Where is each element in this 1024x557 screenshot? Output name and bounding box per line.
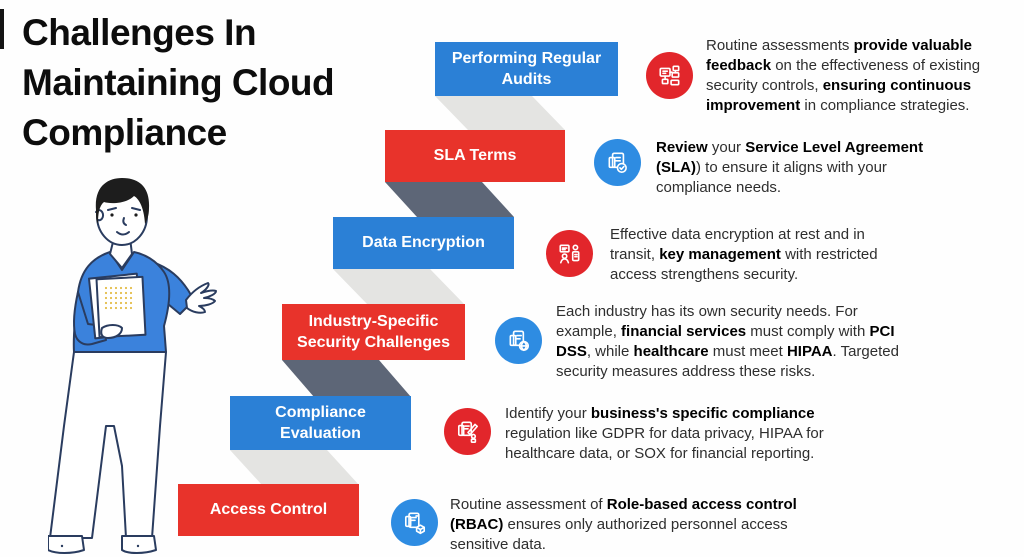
device-globe-icon	[495, 317, 542, 364]
staircase-ribbon	[385, 182, 514, 217]
description-industry-specific: Each industry has its own security needs…	[556, 303, 899, 380]
people-discussion-icon	[546, 230, 593, 277]
description-sla-terms: Review your Service Level Agreement (SLA…	[656, 139, 924, 196]
page-title: Challenges In Maintaining Cloud Complian…	[22, 12, 335, 153]
description-performing-regular-audits: Routine assessments provide valuable fee…	[706, 37, 981, 114]
person-illustration	[48, 178, 217, 554]
staircase-ribbon	[230, 450, 359, 485]
step-box-industry-specific-security-challenges: Industry-Specific Security Challenges	[282, 304, 465, 360]
audit-flowchart-icon	[646, 52, 693, 99]
left-edge-artifact	[0, 9, 4, 49]
description-data-encryption: Effective data encryption at rest and in…	[610, 226, 878, 283]
step-box-access-control: Access Control	[178, 484, 359, 536]
step-box-data-encryption: Data Encryption	[333, 217, 514, 269]
document-edit-icon	[444, 408, 491, 455]
step-box-sla-terms: SLA Terms	[385, 130, 565, 182]
step-box-compliance-evaluation: Compliance Evaluation	[230, 396, 411, 450]
staircase-ribbon	[333, 269, 465, 305]
staircase-ribbon	[435, 96, 565, 130]
step-box-performing-regular-audits: Performing Regular Audits	[435, 42, 618, 96]
document-lock-icon	[391, 499, 438, 546]
document-check-icon	[594, 139, 641, 186]
staircase-ribbon	[282, 360, 411, 397]
description-access-control: Routine assessment of Role-based access …	[450, 496, 797, 553]
description-compliance-evaluation: Identify your business's specific compli…	[505, 405, 824, 462]
